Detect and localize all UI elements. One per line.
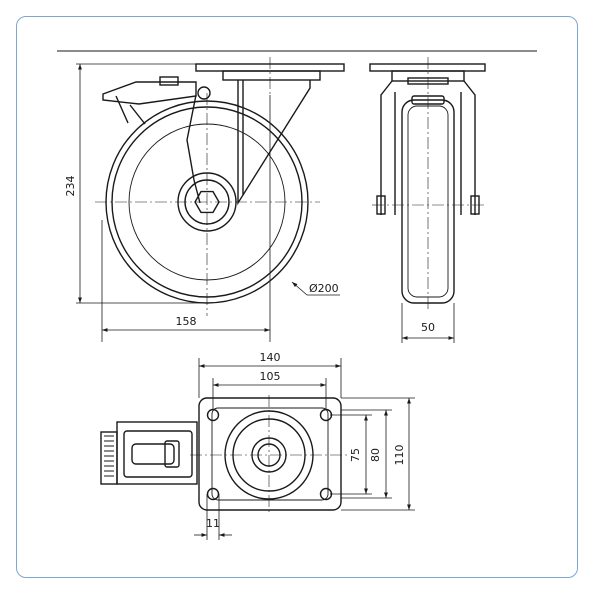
- drawing-frame: [16, 16, 578, 578]
- label-plate-height: 110: [393, 445, 406, 466]
- top-mount-plate: [198, 397, 342, 511]
- side-fork-right: [237, 80, 311, 206]
- label-hole-spacing-y: 75: [349, 448, 362, 462]
- label-plate-width: 140: [260, 351, 281, 364]
- side-fork-left: [186, 94, 201, 204]
- front-mount-plate: [369, 63, 486, 72]
- label-wheel-width: 50: [421, 321, 435, 334]
- top-hole-tr: [319, 408, 333, 422]
- label-offset-width: 158: [176, 315, 197, 328]
- label-hole-spacing-x: 105: [260, 370, 281, 383]
- front-fork: [380, 80, 476, 215]
- side-pivot-hole: [197, 86, 211, 100]
- front-view: [369, 57, 486, 312]
- top-hole-bl: [206, 487, 220, 501]
- side-brake-arm-2: [129, 104, 146, 125]
- top-brake-latch: [164, 440, 180, 468]
- top-brake-housing: [116, 421, 198, 485]
- label-plate-inner: 80: [369, 448, 382, 462]
- side-view: [95, 57, 345, 316]
- leader-diameter: [291, 281, 308, 296]
- top-plate-inner: [211, 407, 329, 501]
- side-brake-lever: [102, 81, 197, 105]
- side-brake-pivot: [159, 76, 179, 86]
- top-brake-pedal-ribs: [104, 435, 114, 477]
- top-brake-slot: [131, 443, 175, 465]
- side-brake-arm: [115, 95, 129, 124]
- front-fork-inner: [394, 92, 462, 215]
- top-view: [100, 395, 350, 515]
- label-hole-size: 11: [206, 517, 220, 530]
- label-height: 234: [64, 176, 77, 197]
- side-swivel-head: [222, 70, 321, 81]
- top-brake-inner: [123, 430, 193, 478]
- label-wheel-diameter: Ø200: [309, 282, 339, 295]
